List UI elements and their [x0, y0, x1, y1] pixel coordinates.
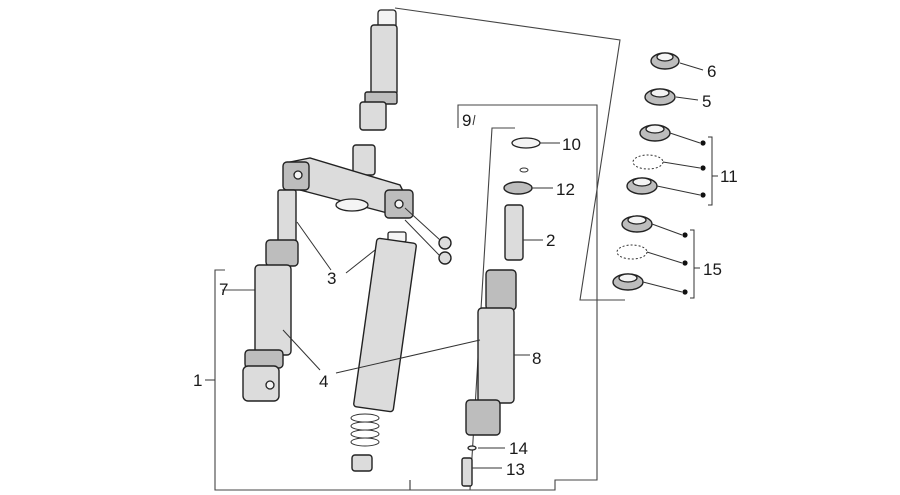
bearing-stack-part [612, 52, 680, 291]
bracket-dots [682, 140, 706, 295]
callout-5: 5 [702, 92, 712, 111]
callout-12: 12 [556, 180, 575, 199]
callout-15: 15 [703, 260, 722, 279]
left-fork-leg-part [242, 189, 299, 402]
callout-13: 13 [506, 460, 525, 479]
callout-7: 7 [219, 280, 229, 299]
bracket-group-9 [409, 104, 598, 491]
callout-4: 4 [319, 372, 329, 391]
callout-1: 1 [193, 371, 203, 390]
callout-10: 10 [562, 135, 581, 154]
crown-bolts-part [404, 207, 452, 265]
right-fork-parts [461, 137, 541, 487]
steering-stem-part [359, 9, 398, 131]
fork-tube-spring-part [350, 231, 417, 472]
callout-2: 2 [546, 231, 556, 250]
callout-8: 8 [532, 349, 542, 368]
callout-3: 3 [327, 269, 337, 288]
callout-11: 11 [720, 167, 738, 186]
spring-part [350, 413, 380, 447]
callout-9: 9 [462, 111, 472, 130]
fork-crown-part [282, 144, 414, 219]
callout-6: 6 [707, 62, 717, 81]
leader-lines [205, 62, 718, 469]
bracket-steering-tube [394, 7, 625, 301]
callout-14: 14 [509, 439, 528, 458]
